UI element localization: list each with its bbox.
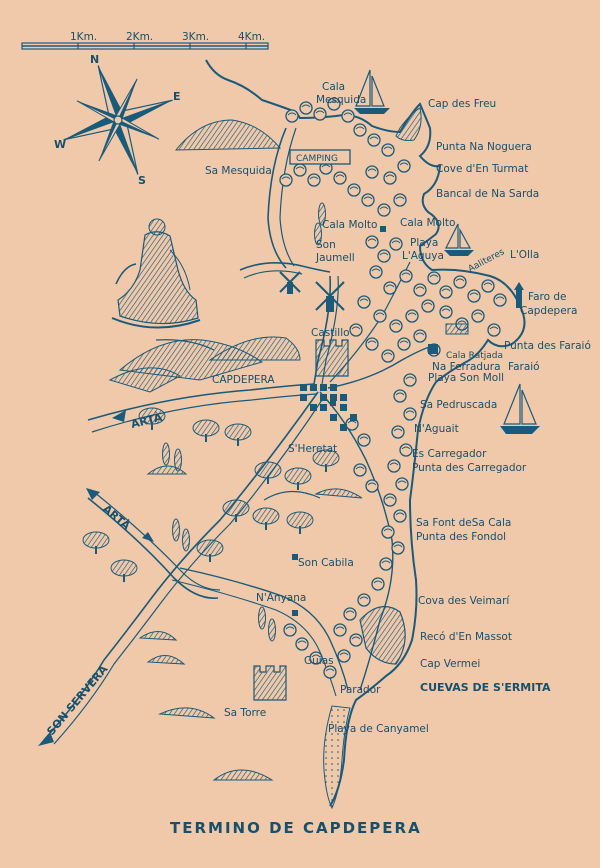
label-na-ferradura: Na Ferradura bbox=[432, 361, 501, 373]
label-punta-na-noguera: Punta Na Noguera bbox=[436, 141, 532, 153]
label-sa-font: Sa Font deSa Cala bbox=[416, 517, 511, 529]
label-punta-farait: Punta des Faraió bbox=[504, 340, 591, 352]
hotel-buildings bbox=[292, 226, 469, 616]
label-playa-canyamel: Playa de Canyamel bbox=[328, 723, 429, 735]
label-sa-torre: Sa Torre bbox=[224, 707, 266, 719]
label-cala-molto-east: Cala Molto bbox=[400, 217, 455, 229]
label-sheretat: S'Heretat bbox=[288, 443, 337, 455]
label-sa-mesquida: Sa Mesquida bbox=[205, 165, 272, 177]
sa-torre-tower-icon bbox=[253, 665, 287, 701]
label-punta-fondol: Punta des Fondol bbox=[416, 531, 506, 543]
road-arrow-arta-upper bbox=[112, 410, 126, 422]
map-title: TERMINO DE CAPDEPERA bbox=[170, 819, 422, 837]
label-castillo: Castillo bbox=[311, 327, 350, 339]
label-cala-mesquida-2: Mesquida bbox=[316, 94, 366, 106]
label-guias: Guias bbox=[304, 655, 334, 667]
capdepera-village bbox=[300, 384, 357, 431]
label-son-jaumell-1: Son bbox=[316, 239, 336, 251]
camping-sign: CAMPING bbox=[289, 149, 351, 165]
road-arrow-arta-lower bbox=[86, 488, 154, 542]
lighthouse-icon bbox=[514, 282, 524, 308]
label-es-carregador: Es Carregador bbox=[412, 448, 487, 460]
label-faro-1: Faro de bbox=[528, 291, 566, 303]
label-playa-son-moll: Playa Son Moll bbox=[428, 372, 504, 384]
scale-tick-3: 3Km. bbox=[182, 31, 209, 43]
sailboat-icon-north bbox=[354, 69, 390, 114]
label-capdepera: CAPDEPERA bbox=[212, 374, 275, 386]
road-arrow-son-servera bbox=[38, 732, 54, 746]
label-cuevas: CUEVAS DE S'ERMITA bbox=[420, 681, 551, 694]
olive-groves bbox=[82, 407, 340, 583]
compass-south: S bbox=[138, 174, 146, 187]
scale-bar: 1Km. 2Km. 3Km. 4Km. bbox=[21, 31, 269, 50]
label-cova-veimari: Cova des Veimarí bbox=[418, 595, 510, 607]
label-playa-aguya-1: Playa bbox=[410, 237, 438, 249]
seated-woman-illustration bbox=[111, 218, 201, 329]
mountains bbox=[108, 119, 363, 781]
label-naguait: N'Aguait bbox=[414, 423, 459, 435]
label-reco-massot: Recó d'En Massot bbox=[420, 631, 512, 643]
label-cala-molto-west: Cala Molto bbox=[322, 219, 377, 231]
label-cala-mesquida-1: Cala bbox=[322, 81, 345, 93]
compass-rose-icon bbox=[63, 65, 173, 175]
label-cap-des-freu: Cap des Freu bbox=[428, 98, 496, 110]
compass-north: N bbox=[90, 53, 99, 66]
windmill-icon-west bbox=[279, 271, 301, 294]
label-lolla: L'Olla bbox=[510, 249, 539, 261]
scale-tick-2: 2Km. bbox=[126, 31, 153, 43]
label-nanyana: N'Anyana bbox=[256, 592, 306, 604]
label-cove-turmat: Cove d'En Turmat bbox=[436, 163, 528, 175]
windmill-icon bbox=[315, 281, 345, 312]
sailboat-icon-east bbox=[444, 223, 474, 256]
compass-west: W bbox=[54, 138, 66, 151]
castle-icon bbox=[315, 339, 349, 377]
road-label-arta-lower: ARTÀ bbox=[100, 502, 133, 533]
label-parador: Parador bbox=[340, 684, 381, 696]
coastline bbox=[205, 59, 526, 810]
scale-tick-1: 1Km. bbox=[70, 31, 97, 43]
scale-tick-4: 4Km. bbox=[238, 31, 265, 43]
compass-east: E bbox=[173, 90, 181, 103]
label-son-jaumell-2: Jaumell bbox=[315, 252, 355, 264]
label-faraio: Faraió bbox=[508, 361, 540, 373]
road-label-son-servera: SON SERVERA bbox=[44, 662, 110, 738]
label-cap-vermei: Cap Vermei bbox=[420, 658, 480, 670]
label-sa-pedruscada: Sa Pedruscada bbox=[420, 399, 497, 411]
label-bancal-na-sarda: Bancal de Na Sarda bbox=[436, 188, 539, 200]
label-son-cabila: Son Cabila bbox=[298, 557, 354, 569]
sailboat-icon-south bbox=[500, 383, 540, 434]
label-faro-2: Capdepera bbox=[520, 305, 577, 317]
label-cala-ratjada: Cala Ratjada bbox=[446, 351, 503, 361]
camping-label: CAMPING bbox=[296, 154, 338, 164]
label-playa-aguya-2: L'Aguya bbox=[402, 250, 444, 262]
label-punta-carregador: Punta des Carregador bbox=[412, 462, 527, 474]
